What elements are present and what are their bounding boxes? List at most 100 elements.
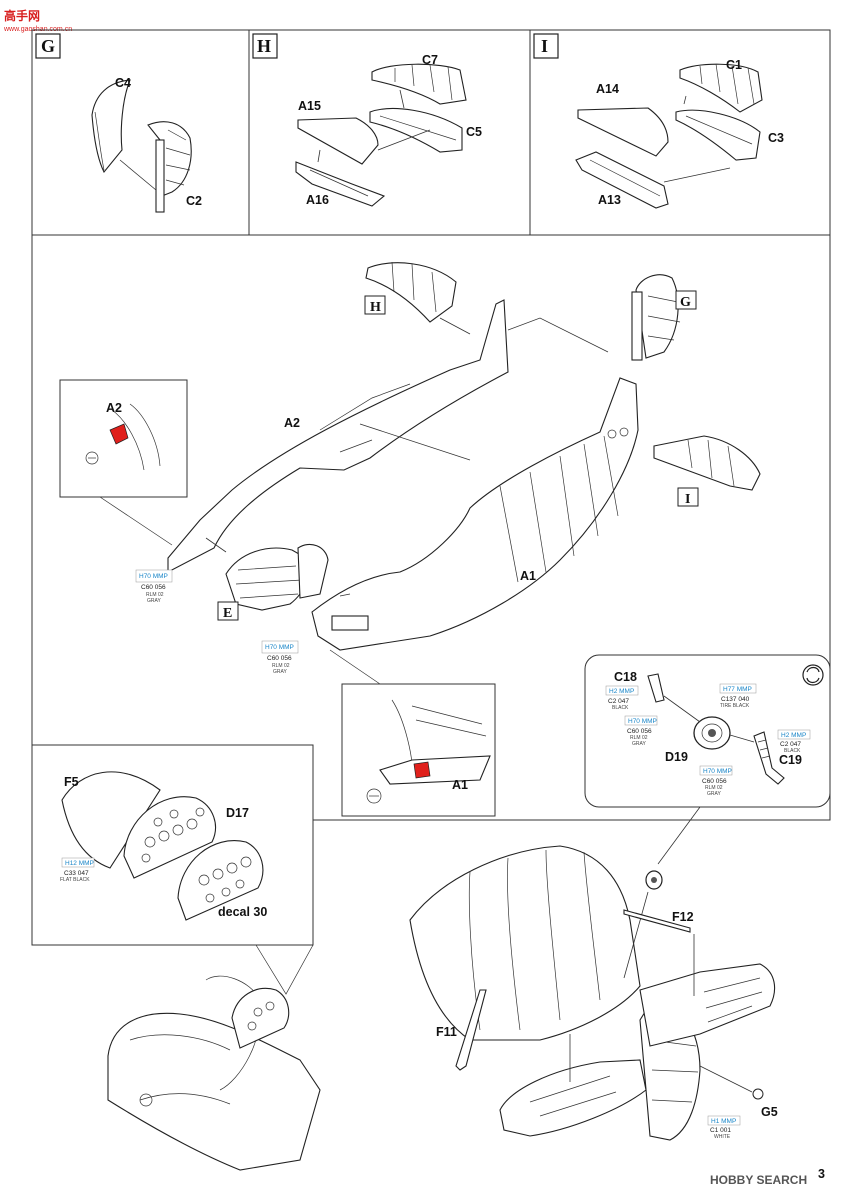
label-c4: C4 bbox=[115, 76, 131, 90]
part-c5 bbox=[369, 107, 463, 153]
svg-text:GRAY: GRAY bbox=[273, 669, 287, 675]
part-a16 bbox=[295, 161, 386, 207]
svg-text:C60 056: C60 056 bbox=[141, 584, 166, 591]
step-i-box bbox=[533, 33, 559, 59]
part-c7 bbox=[371, 63, 467, 105]
svg-text:RLM 02: RLM 02 bbox=[630, 735, 648, 741]
callout-flat-black: H12 MMP C33 047 FLAT BLACK bbox=[60, 857, 95, 883]
svg-text:BLACK: BLACK bbox=[784, 748, 801, 754]
step-h-box bbox=[252, 33, 278, 59]
label-f12: F12 bbox=[672, 910, 694, 924]
part-a1 bbox=[311, 377, 639, 651]
callout-rlm02-mid: H70 MMP C60 056 RLM 02 GRAY bbox=[261, 640, 299, 675]
part-f11 bbox=[455, 989, 487, 1071]
svg-text:I: I bbox=[685, 492, 690, 507]
engine-e: E bbox=[205, 537, 351, 621]
step-i-ref-box bbox=[677, 487, 699, 507]
part-c2 bbox=[147, 121, 192, 197]
part-d17 bbox=[177, 840, 264, 921]
part-c2-post bbox=[155, 139, 165, 213]
part-a2 bbox=[167, 299, 509, 573]
svg-text:E: E bbox=[223, 606, 232, 621]
part-g5 bbox=[752, 1088, 764, 1100]
part-c19 bbox=[753, 731, 785, 785]
watermark-top: 高手网 www.gaoshan.com.cn bbox=[3, 8, 72, 33]
label-decal: decal 30 bbox=[218, 905, 267, 919]
part-g-rudder bbox=[635, 274, 679, 359]
svg-text:C137 040: C137 040 bbox=[721, 696, 750, 703]
label-f11: F11 bbox=[436, 1025, 457, 1039]
label-a2-main: A2 bbox=[284, 416, 300, 430]
step-i-letter: I bbox=[541, 36, 548, 56]
svg-text:WHITE: WHITE bbox=[714, 1134, 731, 1140]
instrument-dials-2 bbox=[198, 856, 252, 903]
svg-text:GRAY: GRAY bbox=[707, 791, 721, 797]
svg-text:C2 047: C2 047 bbox=[608, 698, 629, 705]
fuselage-assembly: H G E I A2 bbox=[167, 261, 761, 651]
inset-a2: A2 bbox=[59, 379, 188, 546]
part-i-stab bbox=[653, 435, 761, 491]
step-h-panel: H C7 A15 C5 A16 bbox=[252, 33, 482, 207]
svg-text:H1 MMP: H1 MMP bbox=[711, 1118, 736, 1125]
svg-text:C1 001: C1 001 bbox=[710, 1127, 731, 1134]
part-a15 bbox=[297, 117, 379, 165]
footer: HOBBY SEARCH 3 bbox=[710, 1167, 825, 1187]
label-a13: A13 bbox=[598, 193, 621, 207]
cockpit-inset: F5 D17 decal 30 H12 MMP C33 047 FLAT BLA… bbox=[31, 744, 314, 995]
label-c5: C5 bbox=[466, 125, 482, 139]
step-h-ref-box bbox=[364, 295, 386, 315]
callout-black-c18: H2 MMP C2 047 BLACK bbox=[605, 685, 639, 711]
step-g-letter: G bbox=[41, 36, 55, 56]
svg-text:H70 MMP: H70 MMP bbox=[628, 718, 657, 725]
svg-text:BLACK: BLACK bbox=[612, 705, 629, 711]
step-g-box bbox=[35, 33, 61, 59]
svg-text:GRAY: GRAY bbox=[147, 598, 161, 604]
label-a15: A15 bbox=[298, 99, 321, 113]
label-c1: C1 bbox=[726, 58, 742, 72]
part-c4 bbox=[91, 79, 131, 174]
svg-text:H2 MMP: H2 MMP bbox=[609, 688, 634, 695]
label-a1-main: A1 bbox=[520, 569, 536, 583]
cockpit-view bbox=[107, 975, 321, 1171]
svg-text:H77 MMP: H77 MMP bbox=[723, 686, 752, 693]
tail-assembly: F12 F11 G5 H1 MMP C1 001 WHITE bbox=[409, 845, 778, 1141]
step-i-panel: I C1 A14 C3 A13 bbox=[533, 33, 784, 209]
label-g5: G5 bbox=[761, 1105, 778, 1119]
svg-text:C60 056: C60 056 bbox=[267, 655, 292, 662]
svg-text:RLM 02: RLM 02 bbox=[146, 592, 164, 598]
label-c19: C19 bbox=[779, 753, 802, 767]
callout-rlm02-c19: H70 MMP C60 056 RLM 02 GRAY bbox=[699, 765, 733, 797]
part-c18 bbox=[647, 673, 665, 703]
label-f5: F5 bbox=[64, 775, 79, 789]
step-g-panel: G C4 C2 bbox=[35, 33, 202, 213]
part-a13 bbox=[575, 151, 669, 209]
part-c1 bbox=[679, 63, 763, 113]
svg-text:H70 MMP: H70 MMP bbox=[265, 644, 294, 651]
label-d17: D17 bbox=[226, 806, 249, 820]
svg-text:RLM 02: RLM 02 bbox=[272, 663, 290, 669]
svg-text:GRAY: GRAY bbox=[632, 741, 646, 747]
svg-text:C2 047: C2 047 bbox=[780, 741, 801, 748]
page-number: 3 bbox=[818, 1167, 825, 1181]
label-a2-inset: A2 bbox=[106, 401, 122, 415]
callout-tire-black: H77 MMP C137 040 TIRE BLACK bbox=[719, 683, 757, 709]
callout-rlm02-c18: H70 MMP C60 056 RLM 02 GRAY bbox=[624, 715, 658, 747]
highlight-red-a2 bbox=[109, 423, 129, 445]
label-d19: D19 bbox=[665, 750, 688, 764]
callout-rlm02-left: H70 MMP C60 056 RLM 02 GRAY bbox=[135, 569, 173, 604]
label-c7: C7 bbox=[422, 53, 438, 67]
highlight-red-a1 bbox=[413, 761, 431, 779]
part-a14 bbox=[577, 107, 669, 157]
step-h-letter: H bbox=[257, 36, 271, 56]
label-a1-inset: A1 bbox=[452, 778, 468, 792]
watermark-bottom: HOBBY SEARCH bbox=[710, 1173, 807, 1187]
svg-text:C60 056: C60 056 bbox=[627, 728, 652, 735]
svg-text:TIRE BLACK: TIRE BLACK bbox=[720, 703, 750, 709]
step-e-ref-box bbox=[217, 601, 239, 621]
label-c3: C3 bbox=[768, 131, 784, 145]
label-c18: C18 bbox=[614, 670, 637, 684]
svg-text:H12 MMP: H12 MMP bbox=[65, 860, 94, 867]
callout-white-g5: H1 MMP C1 001 WHITE bbox=[707, 1115, 741, 1140]
svg-text:H70 MMP: H70 MMP bbox=[703, 768, 732, 775]
